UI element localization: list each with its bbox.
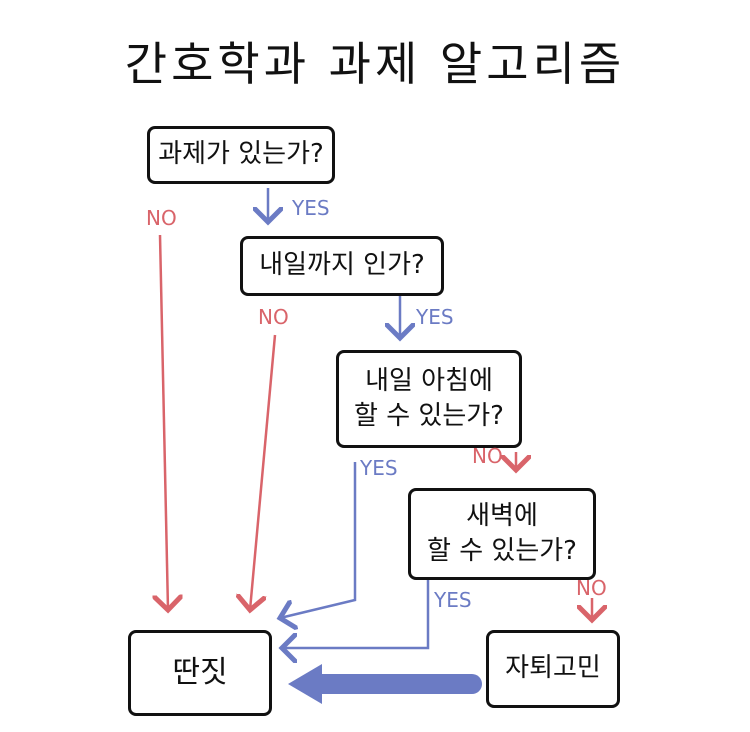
no-label-q3: NO — [472, 444, 503, 468]
node-has-assignment: 과제가 있는가? — [147, 126, 335, 184]
no-arrow-q1-ddanjit — [160, 234, 168, 610]
no-label-q4: NO — [576, 576, 607, 600]
yes-arrow-q3-ddanjit — [280, 462, 357, 618]
yes-label-q1: YES — [292, 196, 330, 220]
no-label-q2: NO — [258, 305, 289, 329]
node-due-tomorrow: 내일까지 인가? — [240, 236, 444, 296]
thick-arrow-head — [288, 664, 322, 704]
yes-label-q2: YES — [416, 305, 454, 329]
node-due-tomorrow-label: 내일까지 인가? — [259, 250, 425, 281]
node-dawn-line2: 할 수 있는가? — [427, 536, 577, 566]
node-tomorrow-morning: 내일 아침에 할 수 있는가? — [336, 350, 522, 448]
node-dawn-line1: 새벽에 — [466, 500, 538, 531]
diagram-title: 간호학과 과제 알고리즘 — [124, 37, 626, 91]
result-jatoe: 자퇴고민 — [486, 630, 620, 708]
no-label-q1: NO — [146, 206, 177, 230]
yes-label-q4: YES — [434, 588, 472, 612]
result-jatoe-label: 자퇴고민 — [505, 653, 601, 684]
yes-label-q3: YES — [360, 456, 398, 480]
result-ddanjit: 딴짓 — [128, 630, 272, 716]
node-tomorrow-morning-line1: 내일 아침에 — [365, 365, 493, 396]
node-has-assignment-label: 과제가 있는가? — [158, 139, 324, 170]
result-ddanjit-label: 딴짓 — [172, 654, 228, 690]
no-arrow-q2-ddanjit — [250, 334, 277, 610]
node-dawn: 새벽에 할 수 있는가? — [408, 488, 596, 580]
yes-arrow-q4-ddanjit — [282, 580, 430, 648]
node-tomorrow-morning-line2: 할 수 있는가? — [354, 401, 504, 431]
